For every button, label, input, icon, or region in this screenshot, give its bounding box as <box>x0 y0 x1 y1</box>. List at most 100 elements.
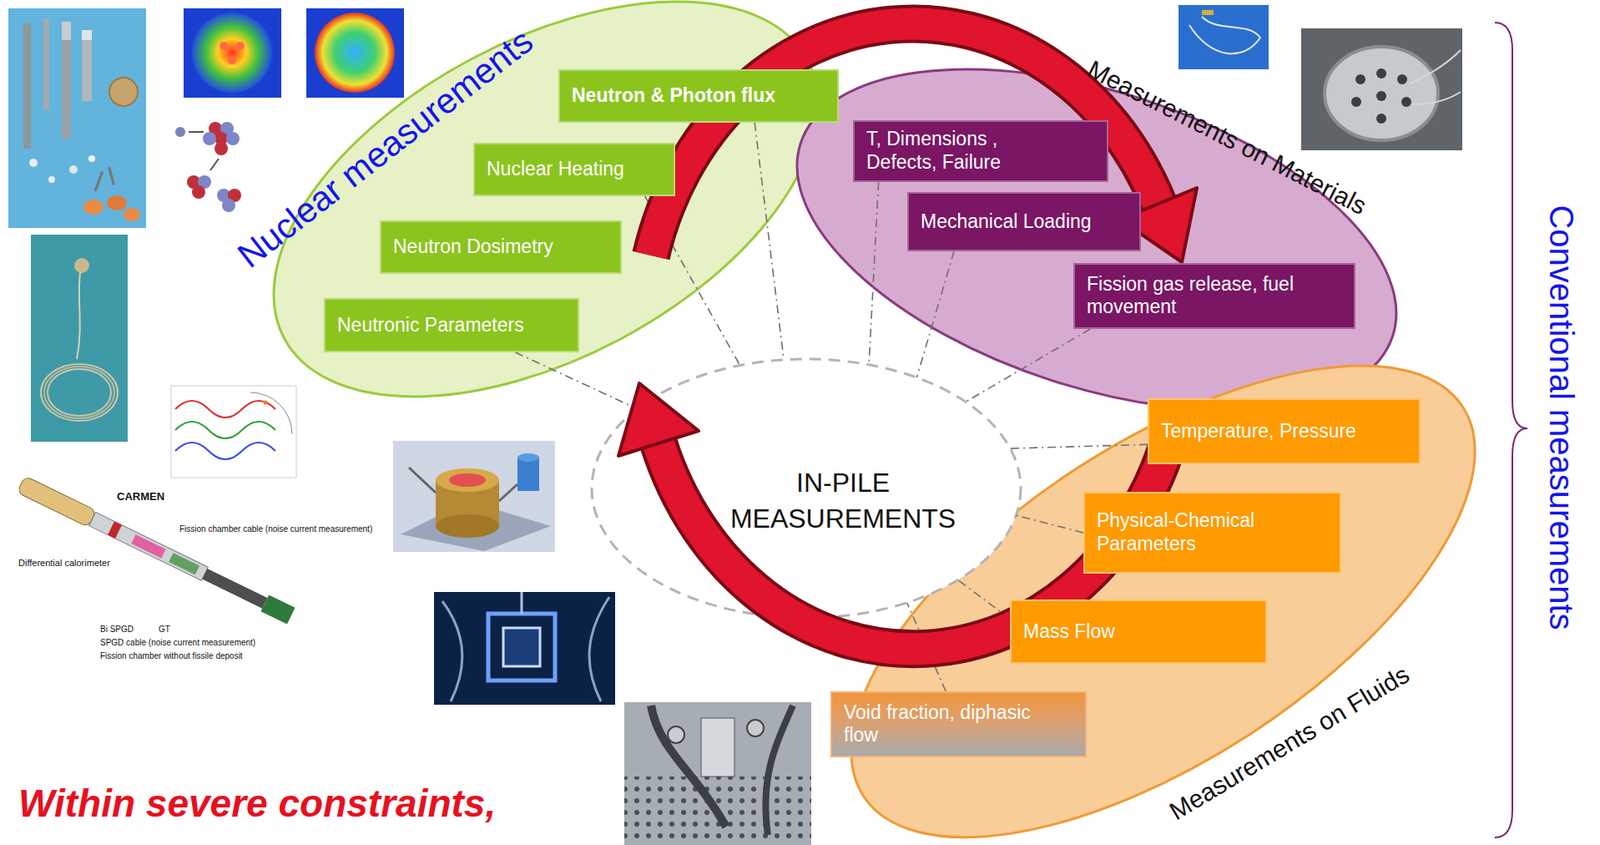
core-photo <box>624 701 812 845</box>
box-label: Temperature, Pressure <box>1160 419 1357 444</box>
loop-photo-part <box>442 600 463 702</box>
fuel-rod-photo-part <box>81 30 92 101</box>
instrumented-plug-photo-part <box>1376 90 1387 101</box>
core-photo-part <box>624 701 812 845</box>
reactor-model-part <box>517 453 540 462</box>
fuel-rod-photo-part <box>107 166 116 186</box>
measure-box: Fission gas release, fuel movement <box>1073 262 1356 329</box>
signal-chart-part <box>263 400 268 405</box>
fission-icon-part <box>227 188 242 202</box>
group-title: Measurements on Fluids <box>1163 657 1416 828</box>
group-ellipse: Nuclear measurementsNeutron & Photon flu… <box>270 0 822 399</box>
fission-icon-part <box>210 158 219 171</box>
reactor-model-part <box>408 467 436 493</box>
signal-chart-part <box>175 421 276 439</box>
fission-icon-part <box>208 121 223 136</box>
box-label: Neutronic Parameters <box>337 313 525 338</box>
part-name: SPGD cable (noise current measurement) <box>100 637 256 648</box>
dash-dot-connector <box>1015 514 1084 533</box>
fuel-rod-photo-part <box>61 21 71 139</box>
fission-icon-part <box>220 121 234 136</box>
wire-coil-photo-part <box>74 257 90 273</box>
group-ellipse: Measurements on MaterialsT, Dimensions ,… <box>793 65 1400 414</box>
part-name: Differential calorimeter <box>18 557 111 569</box>
reactor-model-part <box>435 514 500 538</box>
fuel-rod-photo-part <box>29 158 38 167</box>
core-photo-part <box>624 776 812 845</box>
fission-icon-part <box>222 198 236 212</box>
reactor-model-part <box>449 473 486 487</box>
red-cycle-arrow-top <box>651 23 1197 263</box>
wire-coil-photo-part <box>76 272 81 359</box>
part-name: Bi SPGD <box>100 624 134 635</box>
box-label: Mass Flow <box>1023 620 1116 644</box>
carmen-probe-part <box>168 552 200 575</box>
fuel-rod-photo <box>8 8 147 228</box>
group-ellipse: Measurements on Fluids Temperature, Press… <box>847 362 1479 841</box>
flux-map-2-part <box>314 12 395 93</box>
red-cycle-arrow-bottom <box>618 383 1176 649</box>
loop-photo-part <box>434 591 616 705</box>
instrumented-plug-photo-part <box>1401 96 1412 107</box>
dash-dot-connector <box>1009 444 1148 449</box>
red-cycle-arrow-bottom-part <box>658 417 1176 649</box>
signal-chart-part <box>175 442 276 460</box>
flux-map-1-part <box>191 12 273 93</box>
carmen-probe-part <box>201 568 268 609</box>
instrumented-plug-photo-part <box>1301 28 1463 151</box>
loop-photo-part <box>520 591 524 614</box>
carmen-probe-part <box>107 520 122 539</box>
flux-map-1-part <box>227 55 237 65</box>
fission-icon-part <box>186 175 201 189</box>
reactor-model-part <box>499 484 518 501</box>
measure-box: Mechanical Loading <box>907 191 1141 252</box>
measure-box: Physical-Chemical Parameters <box>1083 491 1342 574</box>
fission-icon-part <box>191 185 206 199</box>
sensor-cable-photo-part <box>1189 16 1261 54</box>
dash-dot-connector <box>965 328 1091 402</box>
reactor-model-part <box>435 479 500 526</box>
measure-box: T, Dimensions , Defects, Failure <box>852 120 1109 182</box>
slogan-text: Within severe constraints, <box>18 781 496 826</box>
carmen-probe <box>16 475 295 625</box>
part-name: Fission chamber cable (noise current mea… <box>179 524 373 535</box>
instrumented-plug-photo-part <box>1376 113 1387 124</box>
dash-dot-connector <box>868 181 879 365</box>
measure-box: Neutronic Parameters <box>323 297 580 353</box>
signal-chart-part <box>175 400 276 418</box>
group-bracket <box>1494 22 1528 838</box>
reactor-model-part <box>400 500 551 551</box>
box-label: Fission gas release, fuel movement <box>1086 272 1338 319</box>
flux-map-2 <box>306 8 404 98</box>
red-cycle-arrow-bottom-part <box>618 383 699 456</box>
core-photo-part <box>747 719 764 737</box>
instrumented-plug-photo-part <box>1351 96 1362 107</box>
wire-coil-photo-part <box>40 363 118 421</box>
fission-icon-part <box>175 126 186 137</box>
dash-dot-connector <box>754 122 784 360</box>
instrumented-plug-photo-part <box>1397 74 1408 85</box>
center-title: IN-PILE MEASUREMENTS <box>730 464 956 537</box>
fission-icon-part <box>214 141 228 156</box>
fission-icon-part <box>226 131 240 146</box>
wire-coil-photo <box>30 234 128 442</box>
fission-icon-part <box>214 131 228 146</box>
probe-title: CARMEN <box>116 490 165 504</box>
box-label: Neutron Dosimetry <box>393 235 554 259</box>
fuel-rod-photo-part <box>123 207 141 222</box>
box-label: Nuclear Heating <box>486 157 625 182</box>
reactor-model-part <box>393 440 556 552</box>
loop-photo-part <box>503 627 541 667</box>
signal-chart <box>171 385 297 478</box>
part-name: Fission chamber without fissile deposit <box>100 651 243 662</box>
reactor-model <box>393 440 556 552</box>
instrumented-plug-photo-part <box>1355 74 1366 85</box>
carmen-probe-part <box>260 594 295 624</box>
wire-coil-photo-part <box>44 366 115 419</box>
sensor-cable-photo-part <box>1201 10 1214 16</box>
instrumented-plug-photo-part <box>1324 46 1439 141</box>
fission-icon-part <box>202 131 217 146</box>
sensor-cable-photo <box>1178 5 1269 70</box>
core-photo-part <box>667 726 685 743</box>
